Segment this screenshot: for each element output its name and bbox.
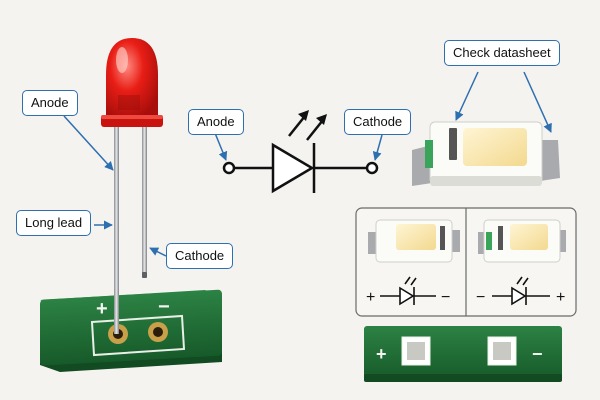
smd-led-small-right xyxy=(478,219,566,263)
callout-anode-symbol: Anode xyxy=(188,109,244,135)
schematic-anode-terminal xyxy=(222,161,236,175)
datasheet-leader-left xyxy=(455,71,479,121)
callout-cathode-bottom: Cathode xyxy=(166,243,234,269)
diode-triangle xyxy=(271,142,315,194)
smd-led-large xyxy=(412,121,560,186)
datasheet-leader-right xyxy=(523,71,552,133)
callout-long-lead: Long lead xyxy=(16,210,92,236)
through-hole-led-assembly xyxy=(40,38,222,372)
left-symbol-plus: + xyxy=(366,289,375,306)
cathode-symbol-leader xyxy=(372,134,383,161)
cathode-bottom-leader xyxy=(149,247,167,257)
schematic-cathode-terminal xyxy=(365,161,379,175)
callout-check-datasheet: Check datasheet xyxy=(444,40,560,66)
long-lead-anode xyxy=(114,126,119,334)
led-schematic-symbol xyxy=(222,110,379,194)
left-symbol-minus: − xyxy=(441,289,450,306)
right-symbol-plus: + xyxy=(556,289,565,306)
cathode-mark-green xyxy=(425,140,433,168)
short-lead-cathode xyxy=(142,126,147,276)
smd-pcb-plus: + xyxy=(376,344,387,364)
callout-cathode-symbol: Cathode xyxy=(344,109,412,135)
anode-top-leader xyxy=(63,115,114,171)
mini-diode-symbol-left xyxy=(380,276,436,306)
smd-pcb-minus: − xyxy=(532,344,543,364)
red-led-body xyxy=(101,38,163,127)
callout-anode-top: Anode xyxy=(22,90,78,116)
pcb-minus-label: − xyxy=(158,296,170,318)
smd-led-small-left xyxy=(368,219,460,263)
anode-symbol-leader xyxy=(214,132,228,161)
through-hole-pad-cathode xyxy=(148,322,168,342)
mini-diode-symbol-right xyxy=(492,276,550,306)
pcb-board-left xyxy=(40,289,222,372)
pcb-plus-label: + xyxy=(96,298,108,320)
smd-pcb-footprint xyxy=(364,326,562,382)
right-symbol-minus: − xyxy=(476,289,485,306)
